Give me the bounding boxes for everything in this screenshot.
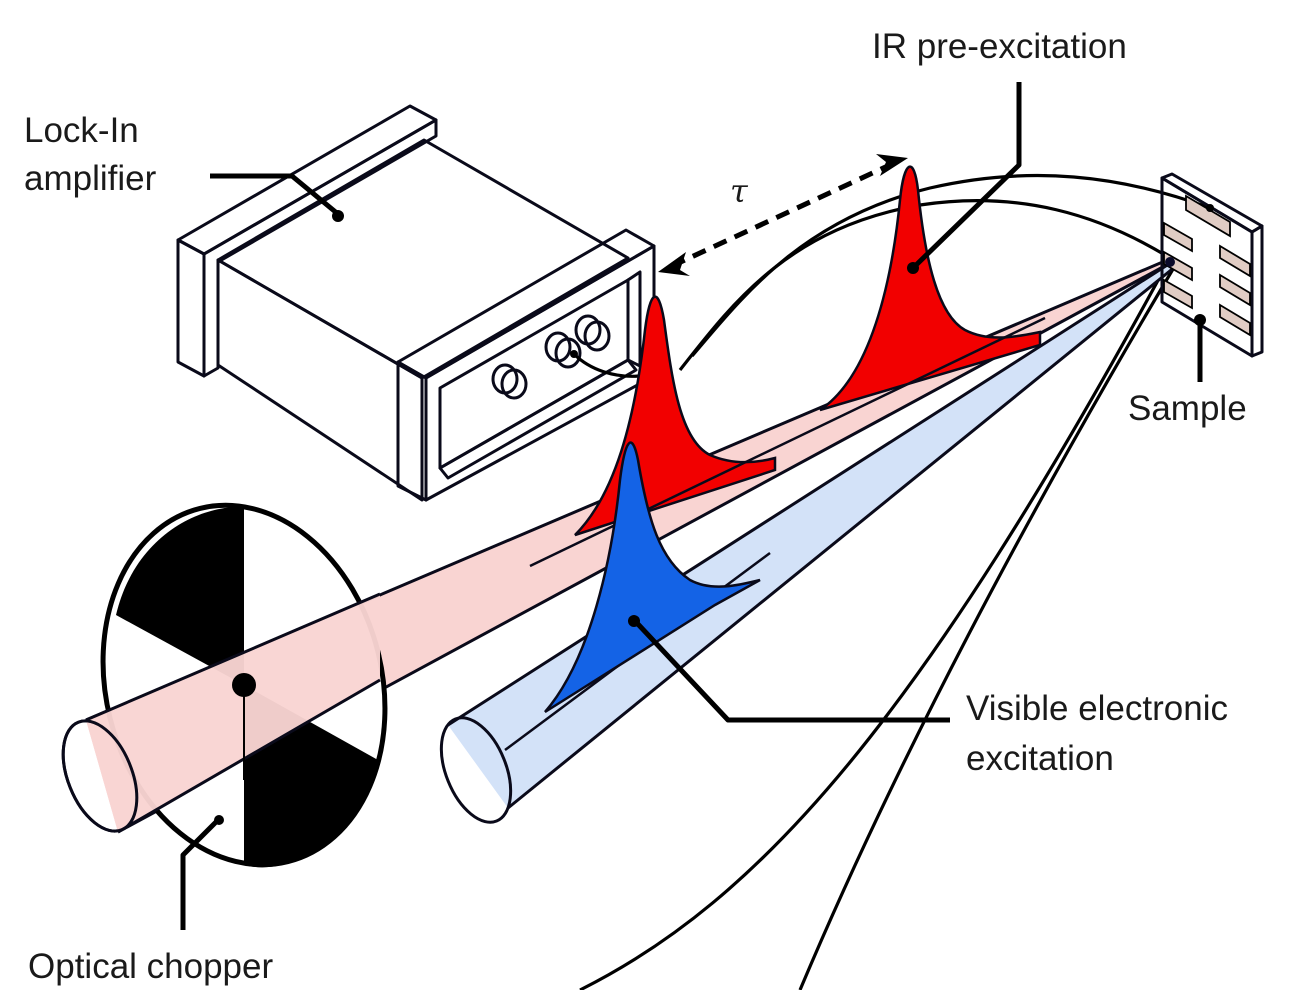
- chopper-blade-top: [116, 506, 244, 685]
- detection-wire-right: [798, 263, 1178, 990]
- connector-3: [574, 314, 611, 352]
- connector-2: [544, 331, 582, 369]
- label-visible-line2: excitation: [966, 739, 1114, 778]
- leader-chopper: [180, 818, 220, 930]
- lock-in-amplifier: [176, 104, 656, 502]
- ir-pulse-1: [574, 295, 777, 537]
- sample: [1160, 172, 1264, 358]
- label-ir-pre-excitation: IR pre-excitation: [872, 27, 1127, 66]
- arrowhead-right: [876, 154, 908, 176]
- sample-electrode-pads: [1163, 194, 1251, 337]
- amplifier-side: [216, 258, 424, 502]
- label-visible-line1: Visible electronic: [966, 689, 1228, 728]
- delay-label: τ: [730, 172, 749, 210]
- sample-face: [1160, 176, 1254, 358]
- detection-wire-left: [579, 261, 1170, 990]
- optical-chopper: [61, 502, 388, 868]
- delay-arrow: [658, 154, 908, 276]
- label-optical-chopper: Optical chopper: [28, 947, 273, 986]
- connector-1: [491, 363, 528, 400]
- leader-lock-in: [210, 173, 340, 216]
- leader-ir: [911, 82, 1022, 270]
- ir-pulse-2: [819, 165, 1042, 412]
- leader-visible: [634, 620, 950, 723]
- arrowhead-left: [658, 252, 690, 276]
- label-lock-in-line2: amplifier: [24, 159, 157, 198]
- leader-lines: [180, 82, 1206, 930]
- label-lock-in-line1: Lock-In: [24, 111, 139, 150]
- label-sample: Sample: [1128, 389, 1247, 428]
- visible-beam-end: [439, 716, 513, 824]
- connector-cable: [572, 352, 641, 378]
- visible-pulse: [544, 441, 761, 714]
- amplifier-front-frame: [396, 228, 656, 502]
